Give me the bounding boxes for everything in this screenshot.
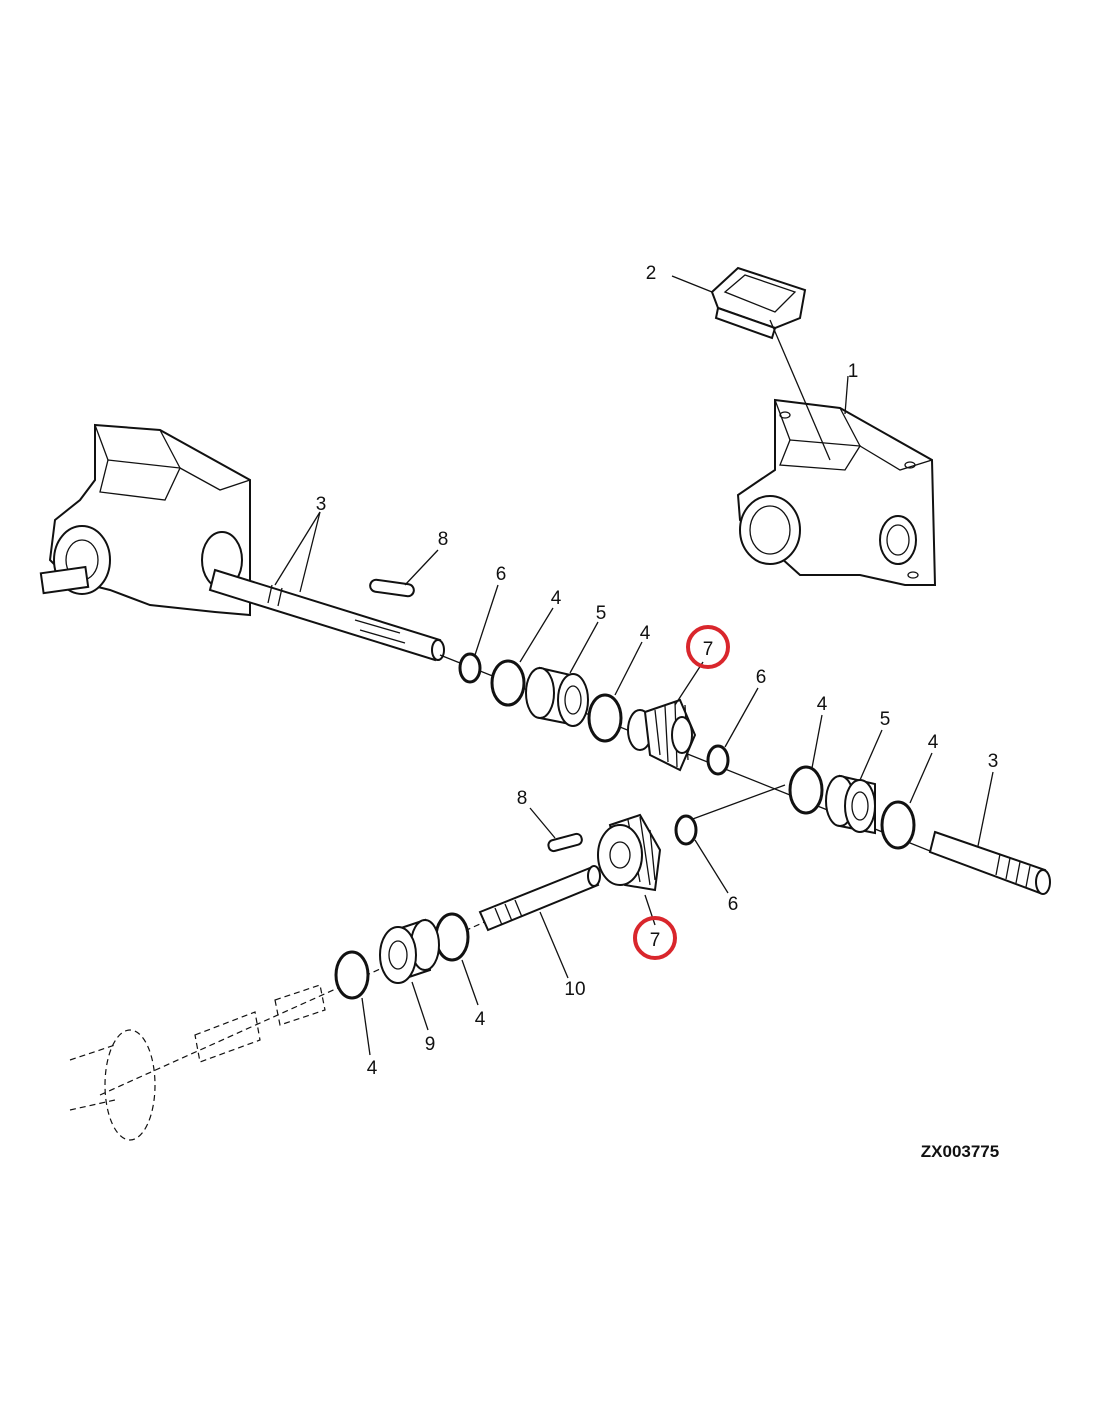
callout-5: 5: [880, 709, 891, 730]
callout-4: 4: [475, 1009, 486, 1030]
part-7-bevel-gear: [627, 698, 697, 772]
callout-4: 4: [640, 623, 651, 644]
part-7-bevel-gear-lower: [597, 813, 662, 892]
callout-6: 6: [728, 894, 739, 915]
callout-1: 1: [848, 361, 859, 382]
leader-line: [769, 319, 831, 461]
callout-9: 9: [425, 1034, 436, 1055]
callout-5: 5: [596, 603, 607, 624]
part-5-bearing-right: [825, 774, 876, 835]
callout-7: 7: [703, 639, 714, 660]
drawing-code: ZX003775: [921, 1142, 999, 1161]
assembled-housing-left: [39, 423, 445, 662]
highlight-circle: [686, 625, 730, 669]
part-10-shaft: [478, 865, 601, 932]
highlight-circle: [633, 916, 677, 960]
part-8-key: [369, 578, 415, 598]
callout-6: 6: [756, 667, 767, 688]
part-1-housing: [736, 398, 937, 586]
callout-4: 4: [551, 588, 562, 609]
part-9-bearing: [379, 918, 440, 984]
part-5-bearing: [525, 666, 589, 727]
callout-6: 6: [496, 564, 507, 585]
callout-8: 8: [517, 788, 528, 809]
callout-4: 4: [367, 1058, 378, 1079]
callout-4: 4: [928, 732, 939, 753]
callout-3: 3: [316, 494, 327, 515]
callout-7: 7: [650, 930, 661, 951]
part-2-cover: [710, 266, 807, 340]
phantom-parts: [69, 984, 326, 1141]
callout-2: 2: [646, 263, 657, 284]
part-3-shaft: [928, 830, 1051, 895]
callout-8: 8: [438, 529, 449, 550]
callout-4: 4: [817, 694, 828, 715]
callout-10: 10: [564, 979, 585, 1000]
callout-3: 3: [988, 751, 999, 772]
